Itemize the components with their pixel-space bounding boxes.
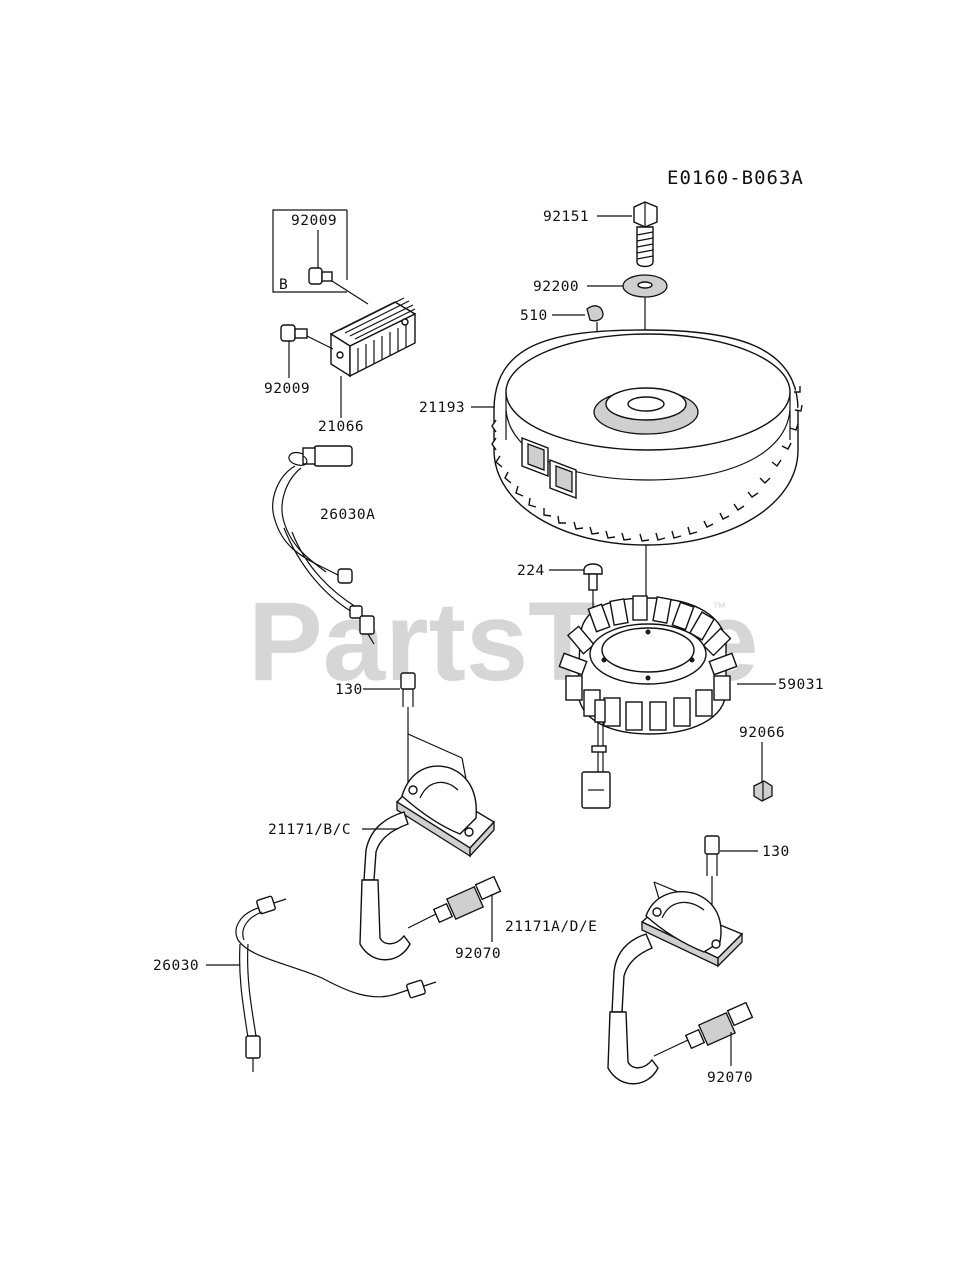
group-letter-b: B: [279, 277, 288, 293]
regulator-21066[interactable]: [329, 297, 417, 378]
label-21193[interactable]: 21193: [419, 400, 465, 416]
group-b-bracket: [272, 209, 348, 293]
bolt-130-right[interactable]: [704, 835, 720, 906]
label-26030[interactable]: 26030: [153, 958, 199, 974]
label-224[interactable]: 224: [517, 563, 545, 579]
ignition-coil-21171-ade[interactable]: [607, 881, 744, 1085]
label-21066[interactable]: 21066: [318, 419, 364, 435]
watermark-trademark: ™: [712, 599, 726, 615]
flywheel-gear-teeth: [491, 386, 803, 542]
stator-59031[interactable]: [558, 595, 738, 809]
screw-92009-top[interactable]: [308, 230, 369, 305]
label-130-right[interactable]: 130: [762, 844, 790, 860]
label-59031[interactable]: 59031: [778, 677, 824, 693]
harness-26030a[interactable]: [272, 445, 375, 645]
bolt-92151[interactable]: [633, 201, 658, 268]
label-92151[interactable]: 92151: [543, 209, 589, 225]
ignition-coil-21171-bc[interactable]: [359, 733, 496, 961]
label-92070-right[interactable]: 92070: [707, 1070, 753, 1086]
label-92009-left[interactable]: 92009: [264, 381, 310, 397]
label-510[interactable]: 510: [520, 308, 548, 324]
label-21171-ade[interactable]: 21171A/D/E: [505, 919, 597, 935]
screw-224[interactable]: [583, 563, 603, 640]
spark-plug-92070-left[interactable]: [407, 875, 502, 942]
stator-poles: [558, 595, 738, 731]
spark-plug-92070-right[interactable]: [653, 1001, 754, 1066]
screw-92009-left[interactable]: [280, 324, 334, 378]
harness-26030[interactable]: [235, 895, 437, 1072]
label-21171-bc[interactable]: 21171/B/C: [268, 822, 351, 838]
label-26030a[interactable]: 26030A: [320, 507, 375, 523]
bolt-130-left[interactable]: [400, 672, 416, 790]
label-92066[interactable]: 92066: [739, 725, 785, 741]
label-92200[interactable]: 92200: [533, 279, 579, 295]
flywheel-21193[interactable]: [491, 329, 803, 546]
nut-92066[interactable]: [753, 780, 773, 802]
label-92009-top[interactable]: 92009: [291, 213, 337, 229]
washer-92200[interactable]: [622, 274, 668, 298]
diagram-code: E0160-B063A: [667, 167, 804, 189]
label-92070-left[interactable]: 92070: [455, 946, 501, 962]
label-130-left[interactable]: 130: [335, 682, 363, 698]
